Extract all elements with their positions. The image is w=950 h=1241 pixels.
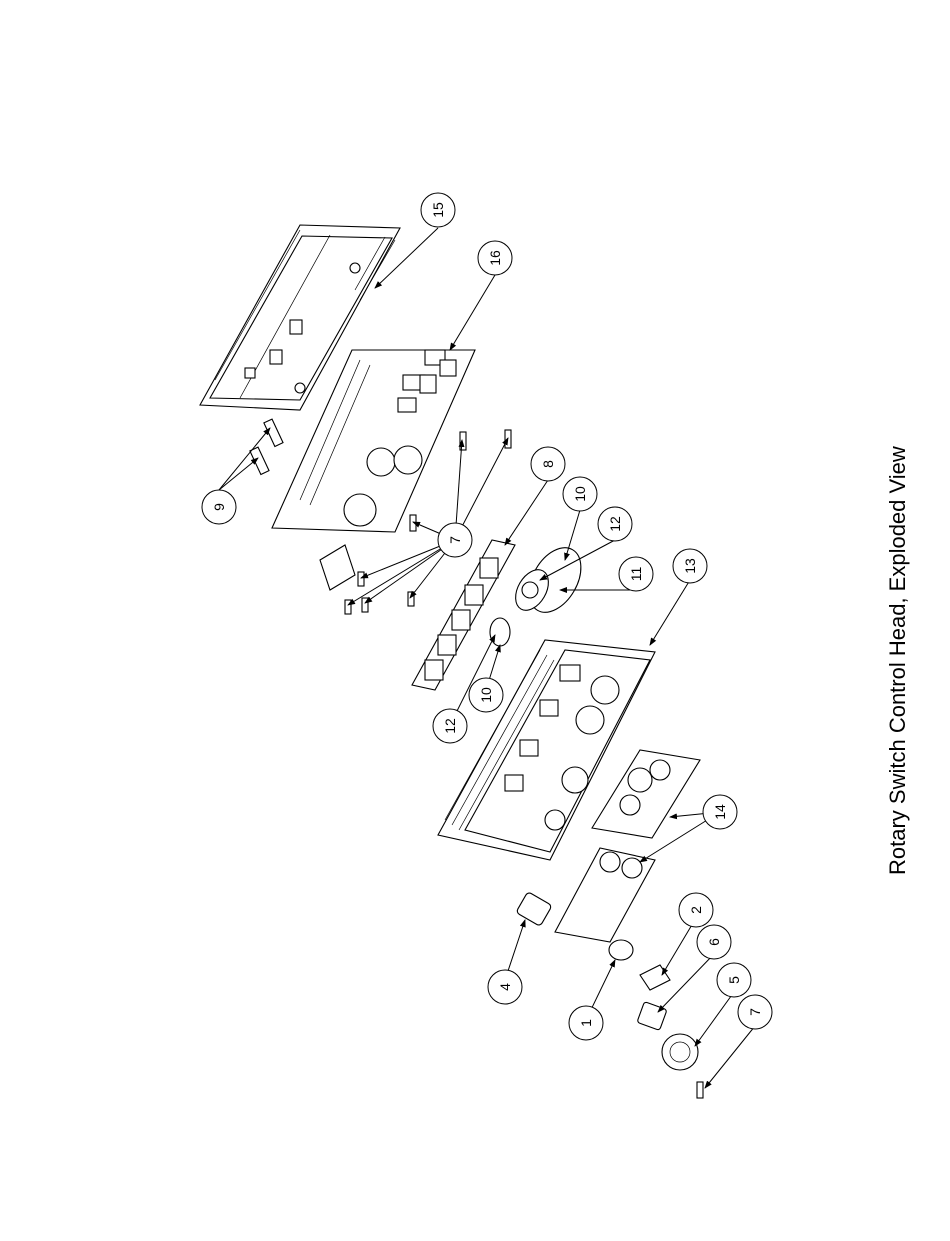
callout-16: 16 (478, 241, 512, 275)
svg-text:13: 13 (682, 558, 698, 574)
svg-text:6: 6 (706, 938, 722, 946)
callout-2: 2 (679, 893, 713, 927)
svg-text:10: 10 (478, 687, 494, 703)
diagram-title: Rotary Switch Control Head, Exploded Vie… (885, 446, 910, 875)
callout-10b: 10 (469, 678, 503, 712)
callout-8: 8 (531, 447, 565, 481)
callout-12: 12 (598, 507, 632, 541)
svg-text:9: 9 (211, 503, 227, 511)
svg-text:7: 7 (747, 1008, 763, 1016)
callout-11: 11 (619, 557, 653, 591)
svg-text:16: 16 (487, 250, 503, 266)
callout-10: 10 (563, 477, 597, 511)
part-8-keypad-strip (412, 540, 515, 690)
svg-text:14: 14 (712, 804, 728, 820)
callout-12b: 12 (433, 709, 467, 743)
callout-13: 13 (673, 549, 707, 583)
svg-text:4: 4 (497, 983, 513, 991)
callout-14: 14 (703, 795, 737, 829)
svg-text:8: 8 (540, 460, 556, 468)
svg-text:1: 1 (578, 1019, 594, 1027)
svg-text:2: 2 (688, 906, 704, 914)
callout-6: 6 (697, 925, 731, 959)
callout-1: 1 (569, 1006, 603, 1040)
callout-9: 9 (202, 490, 236, 524)
svg-text:7: 7 (447, 536, 463, 544)
callout-4: 4 (488, 970, 522, 1004)
callout-15: 15 (421, 193, 455, 227)
svg-text:10: 10 (572, 486, 588, 502)
svg-text:5: 5 (726, 976, 742, 984)
svg-text:15: 15 (430, 202, 446, 218)
svg-text:12: 12 (607, 516, 623, 532)
svg-text:12: 12 (442, 718, 458, 734)
svg-text:11: 11 (628, 567, 644, 582)
callout-5: 5 (717, 963, 751, 997)
callout-7: 7 (438, 523, 472, 557)
callout-7b: 7 (738, 995, 772, 1029)
